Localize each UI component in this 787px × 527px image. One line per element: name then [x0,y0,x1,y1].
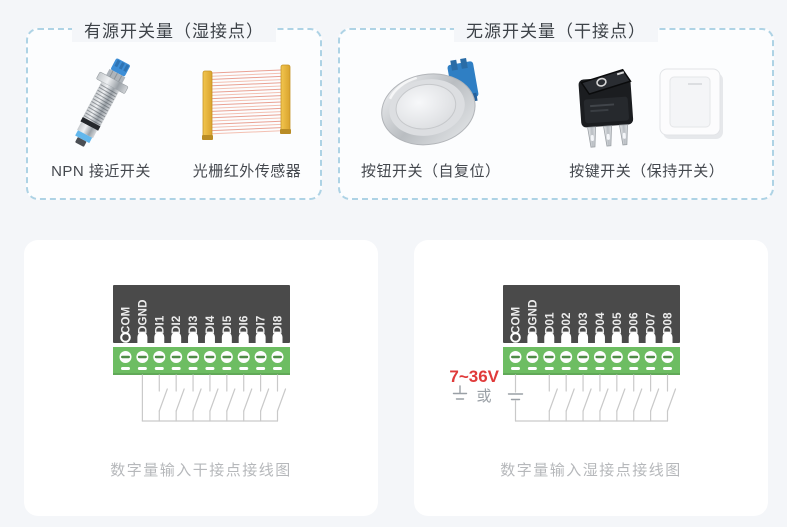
svg-text:DI4: DI4 [205,315,217,334]
svg-text:DI2: DI2 [171,316,183,335]
group-wet-switch-title: 有源开关量（湿接点） [72,17,276,42]
npn-proximity-sensor-icon [75,58,130,147]
rocker-switch-icon [578,68,633,148]
svg-text:D03: D03 [578,312,590,334]
svg-text:D02: D02 [561,312,573,334]
svg-text:DI6: DI6 [239,316,251,335]
svg-text:D06: D06 [629,312,641,334]
svg-text:COM: COM [511,307,523,334]
svg-text:D01: D01 [544,312,556,334]
wiring-card-dry-contact: COM DGND DI1 DI2 DI3 DI4 DI5 DI6 DI7 DI8 数字量输入干接点… [24,240,378,516]
group-dry-switch: 无源开关量（干接点） [338,17,774,200]
wet-contact-wiring-diagram: COM DGND D01 D02 D03 D04 D05 D06 D07 D08 7~36V 或 [414,240,768,445]
svg-text:D07: D07 [646,312,658,334]
label-light-curtain: 光栅红外传感器 [192,163,302,180]
caption-dry-contact: 数字量输入干接点接线图 [110,462,292,479]
svg-text:D08: D08 [663,312,675,334]
label-rocker-wall-switch: 按键开关（保持开关） [569,163,725,180]
figure-npn-sensor: NPN 接近开关 [28,30,174,198]
svg-text:DI7: DI7 [256,316,268,335]
svg-text:D05: D05 [612,312,624,334]
wiring-card-wet-contact: COM DGND D01 D02 D03 D04 D05 D06 D07 D08 7~36V 或 数字… [414,240,768,516]
group-dry-switch-title: 无源开关量（干接点） [454,17,658,42]
svg-text:DI8: DI8 [273,315,285,334]
push-button-icon [380,57,479,146]
figure-light-curtain: 光栅红外传感器 [174,30,320,198]
svg-text:DI5: DI5 [222,315,234,334]
figure-rocker-wall-switch: 按键开关（保持开关） [521,30,772,198]
figure-push-button: 按钮开关（自复位） [340,30,521,198]
label-push-button: 按钮开关（自复位） [360,163,501,180]
svg-text:7~36V: 7~36V [449,367,499,386]
svg-text:DI3: DI3 [188,316,200,335]
label-npn-sensor: NPN 接近开关 [51,163,151,180]
caption-wet-contact: 数字量输入湿接点接线图 [500,462,682,479]
svg-text:DI1: DI1 [154,315,166,334]
dry-contact-wiring-diagram: COM DGND DI1 DI2 DI3 DI4 DI5 DI6 DI7 DI8 [24,240,378,445]
group-wet-switch: 有源开关量（湿接点） [26,17,322,200]
light-curtain-icon [202,64,291,140]
svg-text:COM: COM [121,307,133,334]
wall-switch-icon [659,68,723,139]
svg-text:DGND: DGND [527,299,539,334]
svg-text:DGND: DGND [137,299,149,334]
svg-text:D04: D04 [595,312,607,334]
svg-text:或: 或 [476,388,491,405]
